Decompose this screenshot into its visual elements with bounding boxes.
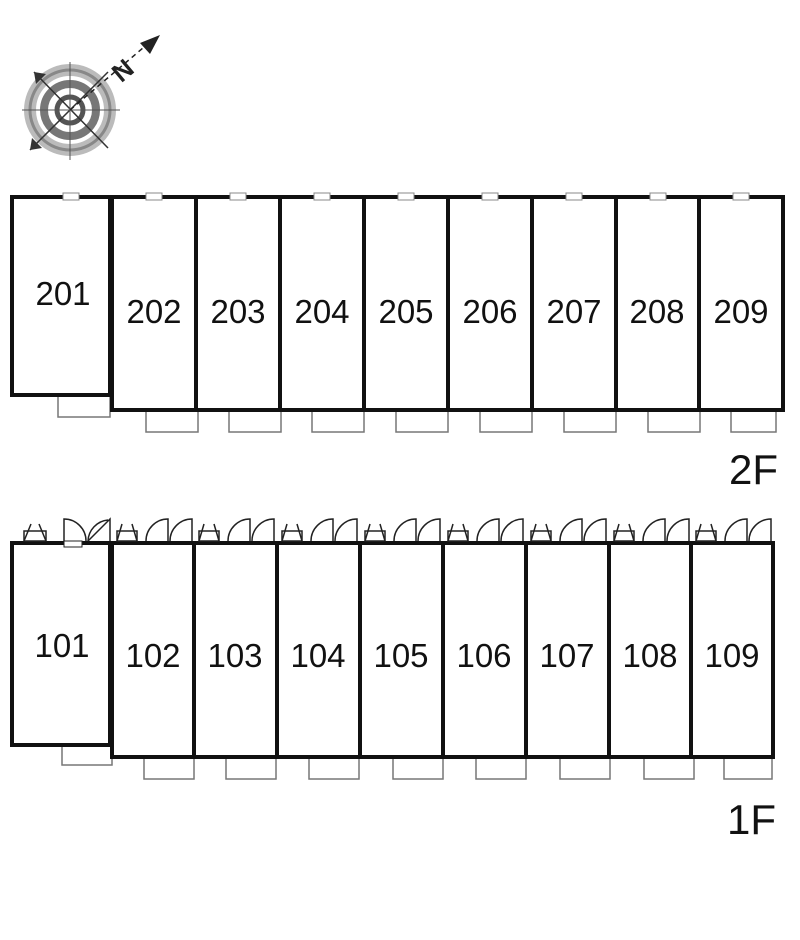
meter-box-icon — [613, 523, 635, 542]
door-icon — [310, 518, 358, 542]
balcony — [559, 756, 611, 780]
meter-box-icon — [530, 523, 552, 542]
unit-102 — [110, 541, 196, 759]
floor-label-2f: 2F — [729, 446, 778, 493]
meter-box-icon — [116, 523, 138, 542]
balcony — [643, 756, 695, 780]
windows-2f — [62, 192, 750, 201]
balcony — [225, 756, 277, 780]
unit-108 — [607, 541, 693, 759]
unit-106 — [441, 541, 528, 759]
doors-1f — [23, 517, 772, 548]
balcony — [723, 756, 773, 780]
unit-label: 202 — [126, 293, 181, 330]
unit-label: 208 — [629, 293, 684, 330]
unit-103 — [192, 541, 279, 759]
floor-2f: 201 202 203 204 205 206 207 208 209 2F — [10, 192, 785, 493]
balcony — [308, 756, 360, 780]
balcony — [228, 409, 282, 433]
unit-label: 204 — [294, 293, 349, 330]
unit-label: 203 — [210, 293, 265, 330]
unit-208 — [614, 195, 701, 412]
unit-label: 107 — [539, 637, 594, 674]
unit-label: 201 — [35, 275, 90, 312]
door-icon — [87, 517, 111, 542]
door-icon — [393, 518, 441, 542]
unit-209 — [697, 195, 785, 412]
door-icon — [642, 518, 690, 542]
unit-label: 109 — [704, 637, 759, 674]
unit-label: 103 — [207, 637, 262, 674]
unit-109 — [689, 541, 775, 759]
unit-204 — [278, 195, 366, 412]
balcony — [145, 409, 199, 433]
unit-label: 207 — [546, 293, 601, 330]
balcony — [395, 409, 449, 433]
floor-label-1f: 1F — [727, 796, 776, 843]
unit-label: 206 — [462, 293, 517, 330]
compass-north-label: N — [106, 53, 140, 88]
unit-label: 101 — [34, 627, 89, 664]
balcony — [479, 409, 533, 433]
balcony — [563, 409, 617, 433]
balcony — [392, 756, 444, 780]
door-icon — [724, 518, 772, 542]
door-icon — [227, 518, 275, 542]
balcony — [475, 756, 527, 780]
meter-box-icon — [447, 523, 469, 542]
unit-201 — [10, 195, 112, 397]
meter-box-icon — [281, 523, 303, 542]
compass-rose-icon: N — [22, 35, 160, 160]
floor-1f: 101 102 103 104 105 106 107 108 109 1F — [10, 517, 776, 843]
balcony — [61, 744, 113, 766]
unit-label: 104 — [290, 637, 345, 674]
unit-label: 209 — [713, 293, 768, 330]
balcony — [57, 394, 111, 418]
unit-label: 105 — [373, 637, 428, 674]
unit-104 — [275, 541, 362, 759]
balconies-2f — [57, 394, 777, 433]
unit-207 — [530, 195, 618, 412]
balcony — [311, 409, 365, 433]
door-icon — [476, 518, 524, 542]
meter-box-icon — [23, 523, 47, 542]
door-icon — [63, 518, 87, 548]
balcony — [143, 756, 195, 780]
unit-label: 205 — [378, 293, 433, 330]
meter-box-icon — [695, 523, 717, 542]
unit-label: 106 — [456, 637, 511, 674]
balcony — [730, 409, 777, 433]
door-icon — [559, 518, 607, 542]
unit-label: 108 — [622, 637, 677, 674]
balcony — [647, 409, 701, 433]
meter-box-icon — [198, 523, 220, 542]
door-icon — [145, 518, 193, 542]
meter-box-icon — [364, 523, 386, 542]
unit-203 — [194, 195, 282, 412]
unit-label: 102 — [125, 637, 180, 674]
